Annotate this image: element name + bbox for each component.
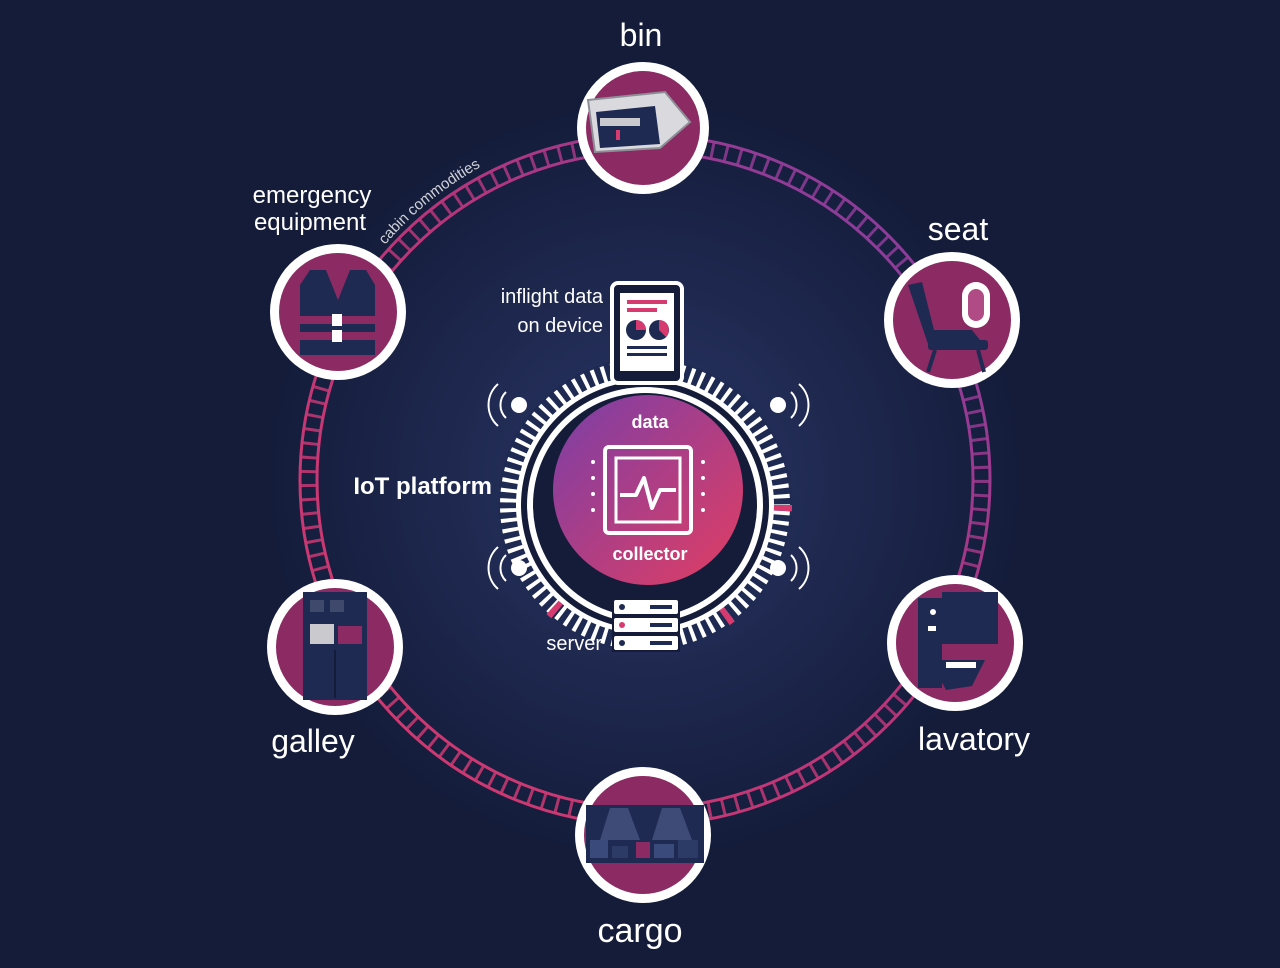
collector-top-label: data <box>631 412 669 432</box>
lavatory-icon <box>918 592 998 690</box>
sensor-node-top-right <box>770 383 810 427</box>
data-collector: data collector <box>553 395 743 585</box>
cargo-hold-icon <box>586 805 704 863</box>
tablet-device-icon <box>610 281 684 385</box>
label-emergency-line1: emergency <box>253 182 372 209</box>
sensor-node-top-left <box>487 383 527 427</box>
airplane-seat-icon <box>908 282 990 373</box>
device-label-line1: inflight data <box>501 286 604 308</box>
label-seat: seat <box>928 211 989 247</box>
collector-bottom-label: collector <box>612 544 687 564</box>
pulse-chip-icon <box>603 445 693 535</box>
label-bin: bin <box>620 17 663 53</box>
iot-platform-label: IoT platform <box>353 473 492 500</box>
node-cargo <box>575 767 711 903</box>
sensor-node-bottom-left <box>487 546 527 590</box>
life-vest-icon <box>300 270 375 355</box>
overhead-bin-icon <box>586 90 692 154</box>
galley-icon <box>303 592 367 700</box>
label-lavatory: lavatory <box>918 721 1030 757</box>
server-icon <box>612 598 680 652</box>
label-emergency-line2: equipment <box>254 209 366 236</box>
device-label-line2: on device <box>517 315 603 337</box>
node-bin <box>577 62 709 194</box>
node-galley <box>267 579 403 715</box>
sensor-node-bottom-right <box>770 546 810 590</box>
node-emergency-equipment <box>270 244 406 380</box>
label-galley: galley <box>271 723 355 759</box>
node-lavatory <box>887 575 1023 711</box>
label-cargo: cargo <box>597 912 682 950</box>
node-seat <box>884 252 1020 388</box>
server-label: server <box>546 633 602 655</box>
